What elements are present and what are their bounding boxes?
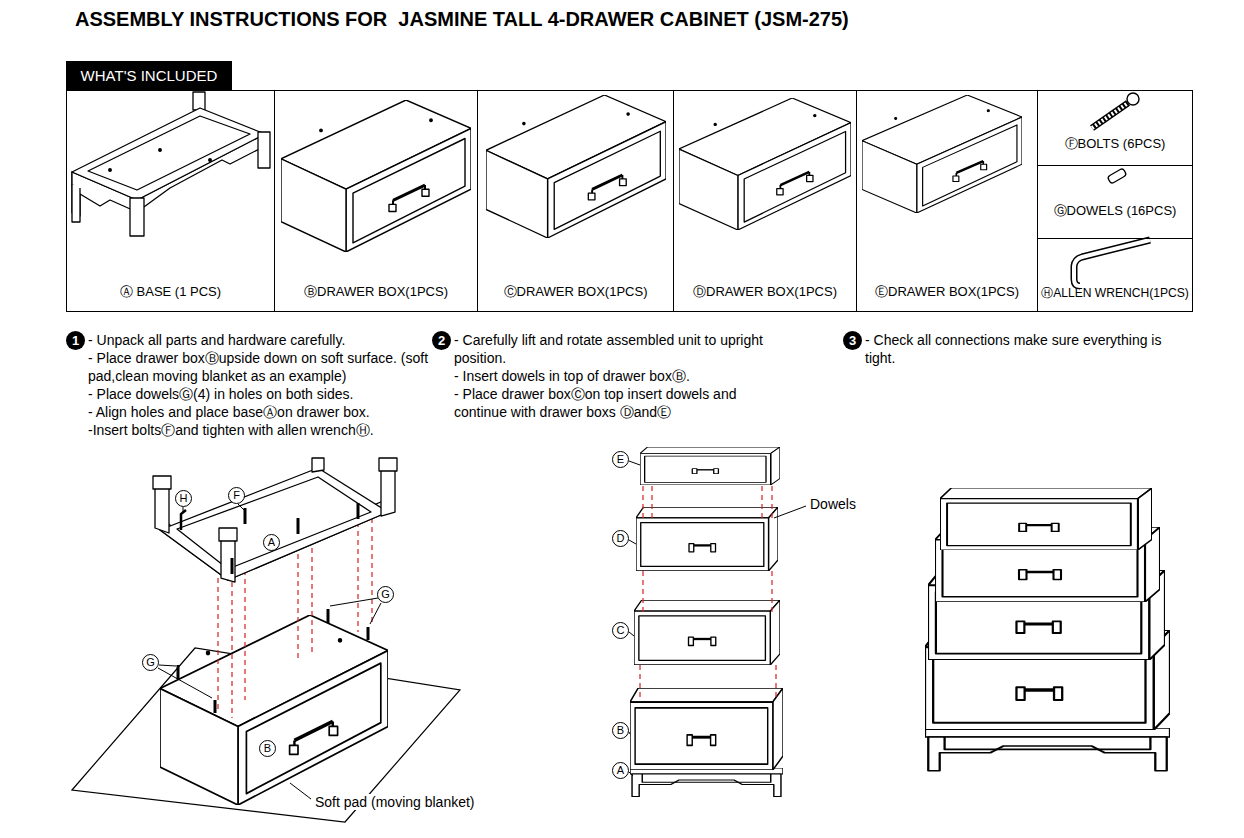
callout-letter: F: [228, 487, 245, 504]
callout-text: Dowels: [808, 496, 858, 512]
instruction-text: - Place dowelsⒼ(4) in holes on both side…: [88, 385, 430, 403]
instruction-text: - Unpack all parts and hardware carefull…: [88, 331, 430, 349]
callout-letter: B: [259, 740, 276, 757]
part-label: ⒺDRAWER BOX(1PCS): [875, 283, 1019, 301]
callout-letter: D: [612, 530, 629, 547]
part-label: ⒼDOWELS (16PCS): [1054, 202, 1177, 220]
part-cell: ⒻBOLTS (6PCS): [1037, 90, 1193, 166]
instruction-text: - Insert dowels in top of drawer boxⒷ.: [454, 367, 784, 385]
part-label: WHAT'S INCLUDED: [81, 67, 218, 84]
instruction-text: - Place drawer boxⒸon top insert dowels …: [454, 385, 784, 421]
callout-letter: A: [612, 762, 629, 779]
part-cell: ⒸDRAWER BOX(1PCS): [477, 90, 674, 312]
instruction-text: - Align holes and place baseⒶon drawer b…: [88, 403, 430, 421]
callout-letter: H: [175, 490, 192, 507]
page-title: ASSEMBLY INSTRUCTIONS FOR JASMINE TALL 4…: [75, 8, 849, 31]
part-cell: ⒺDRAWER BOX(1PCS): [856, 90, 1038, 312]
callout-letter: A: [263, 534, 280, 551]
part-label: ⒻBOLTS (6PCS): [1065, 135, 1166, 153]
part-label: Ⓐ BASE (1 PCS): [120, 283, 221, 301]
instruction-text: -Insert boltsⒻand tighten with allen wre…: [88, 421, 430, 439]
instruction-text: - Place drawer boxⒷupside down on soft s…: [88, 349, 430, 385]
step-number: 2: [432, 331, 451, 350]
part-label: ⒸDRAWER BOX(1PCS): [504, 283, 648, 301]
step-number: 3: [843, 331, 862, 350]
part-label: ⒷDRAWER BOX(1PCS): [304, 283, 448, 301]
part-cell: ⒷDRAWER BOX(1PCS): [274, 90, 478, 312]
instruction-text: - Carefully lift and rotate assembled un…: [454, 331, 784, 367]
callout-letter: G: [377, 586, 394, 603]
instruction-text: - Check all connections make sure everyt…: [865, 331, 1195, 367]
part-label: ⒹDRAWER BOX(1PCS): [693, 283, 837, 301]
callout-letter: C: [612, 622, 629, 639]
instruction-column: - Unpack all parts and hardware carefull…: [88, 331, 430, 439]
callout-letter: G: [142, 654, 159, 671]
part-cell: Ⓐ BASE (1 PCS): [66, 90, 275, 312]
instruction-column: - Carefully lift and rotate assembled un…: [454, 331, 784, 421]
part-cell: ⒽALLEN WRENCH(1PCS): [1037, 238, 1193, 312]
part-cell: ⒼDOWELS (16PCS): [1037, 165, 1193, 239]
part-cell: ⒹDRAWER BOX(1PCS): [673, 90, 857, 312]
part-label: ⒽALLEN WRENCH(1PCS): [1041, 285, 1189, 302]
callout-text: Soft pad (moving blanket): [313, 794, 477, 810]
callout-letter: E: [612, 451, 629, 468]
section-header: WHAT'S INCLUDED: [66, 61, 232, 90]
step-number: 1: [66, 331, 85, 350]
instruction-column: - Check all connections make sure everyt…: [865, 331, 1195, 367]
callout-letter: B: [612, 722, 629, 739]
